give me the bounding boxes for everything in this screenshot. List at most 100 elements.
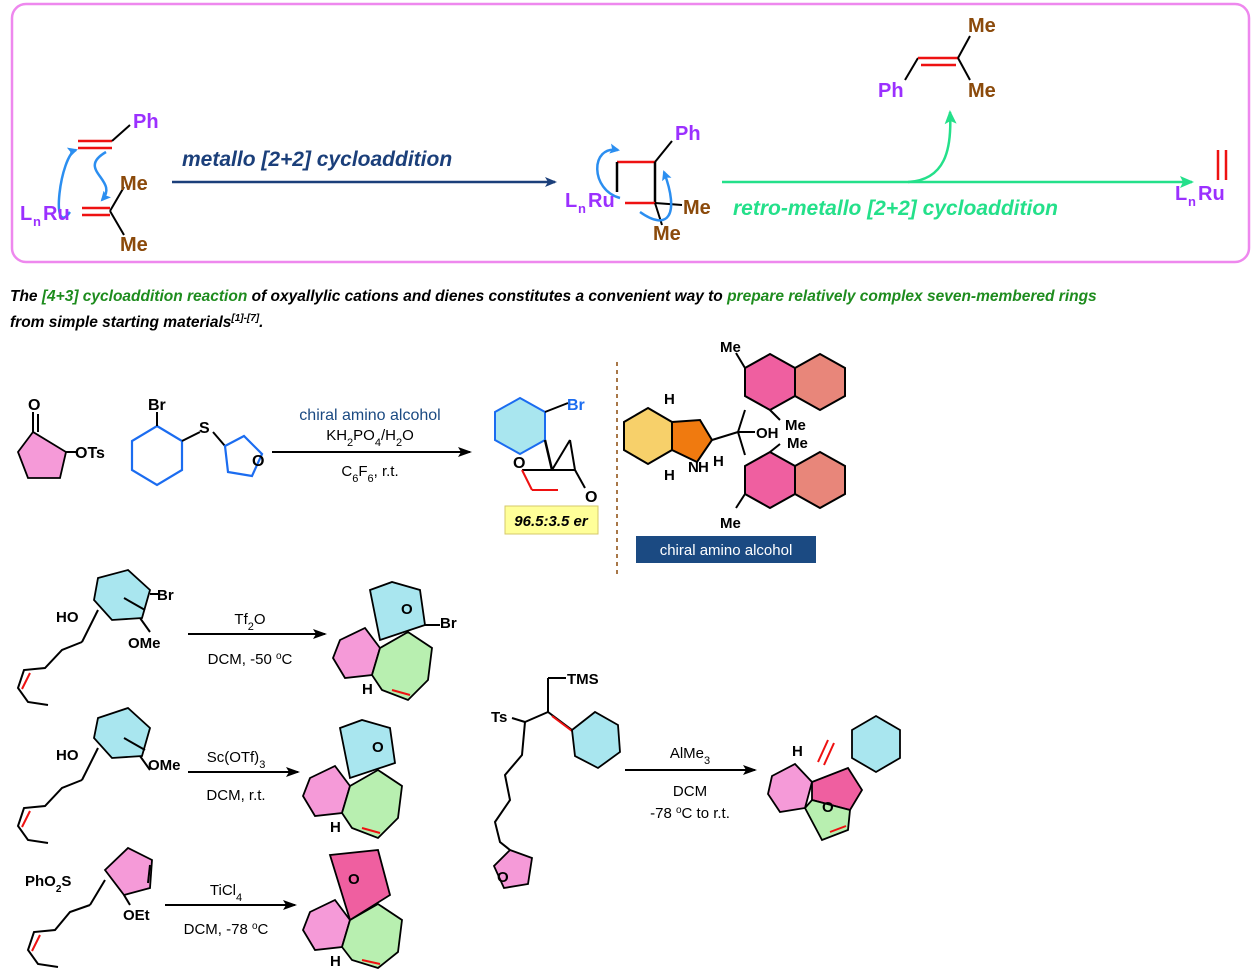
catalyst-structure (623, 352, 846, 510)
cyclopentanone-ots (16, 412, 78, 479)
cat-nh-h-label: H (698, 459, 709, 476)
cat-h2-label: H (664, 467, 675, 484)
curved-electron-arrow-left (57, 147, 78, 219)
rxn2-ho-label: HO (56, 609, 79, 626)
start-me-top-label: Me (120, 173, 148, 195)
s-label: S (199, 420, 210, 437)
cat-h1-label: H (664, 391, 675, 408)
rxn3-ome-label: OMe (148, 757, 181, 774)
rxn4-reagent: TiCl4 (210, 882, 242, 904)
br-label: Br (148, 397, 166, 414)
scheme1-cond-bottom: C6F6, r.t. (341, 463, 398, 485)
cat-n-label: N (688, 459, 699, 476)
retro-branch-arrow (907, 110, 957, 184)
cat-me2-label: Me (785, 417, 806, 434)
cat-oh-label: OH (756, 425, 779, 442)
rxn5-cond2: -78 oC to r.t. (650, 805, 730, 823)
mid-ph-label: Ph (675, 123, 701, 145)
product-alkene (904, 35, 971, 81)
start-ru-label: Ru (43, 203, 70, 225)
rxn5-product (767, 714, 901, 842)
mid-n-label: n (578, 201, 586, 216)
rxn3-product (302, 719, 403, 840)
mid-blue-arrow-right (639, 170, 673, 222)
rxn3-substrate (16, 706, 152, 844)
cat-me3-label: Me (787, 435, 808, 452)
cat-me1-label: Me (720, 339, 741, 356)
para-reference: [1]-[7] (231, 313, 260, 324)
start-n-label: n (33, 214, 41, 229)
rxn4-prod-h-label: H (330, 953, 341, 970)
rxn3-reagent: Sc(OTf)3 (207, 749, 266, 771)
ru-alkylidene-complex (57, 124, 131, 236)
rxn5-prod-h-label: H (792, 743, 803, 760)
prod-o-bridge-label: O (513, 455, 525, 472)
rxn2-prod-o-label: O (401, 601, 413, 618)
prod-me-bottom-label: Me (968, 80, 996, 102)
start-l-label: L (20, 203, 32, 225)
rxn4-prod-o-label: O (348, 871, 360, 888)
ketone-o-label: O (28, 397, 40, 414)
para-highlight-2: prepare relatively complex seven-membere… (727, 288, 1097, 305)
scheme1-cond-top: chiral amino alcohol (299, 407, 440, 424)
er-value: 96.5:3.5 er (514, 513, 589, 530)
para-highlight-1: [4+3] cycloaddition reaction (41, 288, 248, 305)
bromophenyl-furyl-sulfide (130, 412, 264, 487)
end-n-label: n (1188, 194, 1196, 209)
prod-ph-label: Ph (878, 80, 904, 102)
rxn5-furan-o-label: O (497, 869, 509, 886)
mid-blue-arrow-left (596, 143, 621, 200)
prod-me-top-label: Me (968, 15, 996, 37)
rxn2-cond: DCM, -50 oC (208, 651, 293, 669)
rxn5-prod-o-label: O (822, 799, 834, 816)
rxn5-substrate (492, 677, 621, 890)
metallo-arrow-label: metallo [2+2] cycloaddition (182, 148, 452, 171)
rxn5-ts-label: Ts (491, 709, 507, 726)
rxn4-pho2s-label: PhO2S (25, 873, 71, 895)
curved-electron-arrow-right (93, 150, 112, 202)
rxn3-cond: DCM, r.t. (206, 787, 265, 804)
end-ru-label: Ru (1198, 183, 1225, 205)
scheme1-cond-mid: KH2PO4/H2O (326, 427, 414, 449)
rxn2-br-label: Br (157, 587, 174, 604)
catalyst-badge-label: chiral amino alcohol (660, 542, 793, 559)
rxn2-ome-label: OMe (128, 635, 161, 652)
furan-o-label: O (252, 453, 264, 470)
rxn2-reagent: Tf2O (234, 611, 265, 633)
mid-me-bottom-label: Me (653, 223, 681, 245)
prod-o-ketone-label: O (585, 489, 597, 506)
er-highlight (504, 505, 599, 535)
rxn4-product (302, 849, 403, 970)
rxn4-cond: DCM, -78 oC (184, 921, 269, 939)
rxn2-substrate (16, 569, 160, 706)
metallacyclobutane (596, 140, 683, 226)
rxn3-prod-h-label: H (330, 819, 341, 836)
catalyst-badge (636, 536, 816, 563)
rxn5-reagent: AlMe3 (670, 745, 710, 767)
cat-me4-label: Me (720, 515, 741, 532)
rxn3-ho-label: HO (56, 747, 79, 764)
start-me-bottom-label: Me (120, 234, 148, 256)
rxn3-prod-o-label: O (372, 739, 384, 756)
rxn5-cond1: DCM (673, 783, 707, 800)
mid-ru-label: Ru (588, 190, 615, 212)
rxn2-product (332, 581, 440, 702)
rxn5-tms-label: TMS (567, 671, 599, 688)
prod-br-label: Br (567, 397, 585, 414)
para-text-1: The (10, 288, 42, 305)
mid-me-right-label: Me (683, 197, 711, 219)
rxn4-substrate (26, 846, 153, 968)
rxn2-prod-h-label: H (362, 681, 373, 698)
para-text-4: . (259, 314, 264, 332)
para-text-2: of oxyallylic cations and dienes constit… (247, 288, 728, 305)
retro-arrow-label: retro-metallo [2+2] cycloaddition (733, 197, 1058, 220)
rxn2-prod-br-label: Br (440, 615, 457, 632)
end-l-label: L (1175, 183, 1187, 205)
cat-h3-label: H (713, 453, 724, 470)
rxn4-oet-label: OEt (123, 907, 150, 924)
start-ph-label: Ph (133, 111, 159, 133)
para-text-3: from simple starting materials (10, 314, 232, 332)
ots-label: OTs (75, 445, 105, 462)
mid-l-label: L (565, 190, 577, 212)
